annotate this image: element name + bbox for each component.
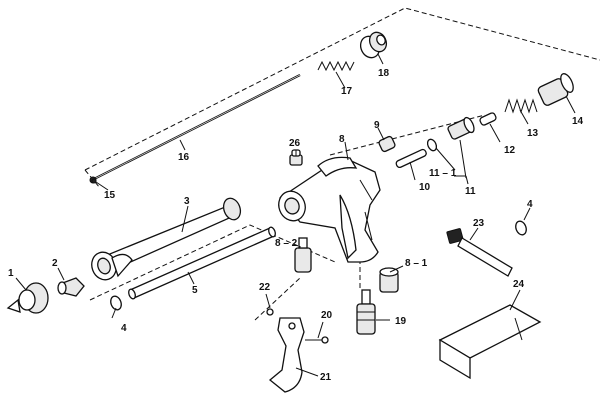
label-part-4-left: 4: [121, 323, 127, 334]
label-part-24: 24: [513, 279, 525, 290]
label-part-16: 16: [178, 152, 190, 163]
nut-part-9: [378, 135, 396, 153]
label-part-26: 26: [289, 138, 301, 149]
air-fitting-part-8-2: [294, 237, 312, 273]
label-part-18: 18: [378, 68, 390, 79]
label-part-20: 20: [321, 310, 333, 321]
label-part-1: 1: [8, 268, 14, 279]
label-part-10: 10: [419, 182, 431, 193]
label-part-8-2: 8 – 2: [275, 238, 298, 249]
label-bracket-11: [454, 175, 469, 185]
extension-part-5: [128, 226, 276, 300]
label-part-15: 15: [104, 190, 116, 201]
manual-part-24: [438, 304, 542, 380]
needle-part-16: [89, 74, 301, 184]
label-part-3: 3: [184, 196, 190, 207]
label-part-11-1: 11 – 1: [429, 168, 457, 179]
connector-part-19: [356, 289, 376, 335]
label-part-12: 12: [504, 145, 516, 156]
fluid-tube-part-3: [91, 197, 242, 281]
label-part-2: 2: [52, 258, 58, 269]
brush-part-23: [446, 228, 513, 277]
o-ring-parts-4: [110, 220, 527, 311]
label-part-19: 19: [395, 316, 407, 327]
pin-part-12: [479, 112, 497, 126]
needle-knob-part-18: [359, 31, 388, 59]
label-part-23: 23: [473, 218, 485, 229]
needle-spring-part-17: [317, 60, 355, 72]
gun-body-part-8: [278, 156, 381, 263]
label-part-21: 21: [320, 372, 332, 383]
label-part-13: 13: [527, 128, 539, 139]
label-part-22: 22: [259, 282, 271, 293]
label-part-17: 17: [341, 86, 353, 97]
adjust-knob-part-14: [537, 73, 574, 106]
label-part-5: 5: [192, 285, 198, 296]
spring-part-13: [504, 98, 538, 114]
label-part-8: 8: [339, 134, 345, 145]
air-cap-part-1: [6, 282, 49, 314]
rod-part-10: [395, 148, 427, 169]
ball-part-15: [91, 178, 97, 184]
label-part-4-right: 4: [527, 199, 533, 210]
valve-part-11: [426, 116, 475, 152]
trigger-pin-part-20: [305, 336, 329, 344]
label-part-14: 14: [572, 116, 584, 127]
screw-part-22: [266, 308, 274, 316]
label-part-11: 11: [465, 186, 476, 197]
leader-lines: [15, 53, 576, 377]
nozzle-part-2: [57, 277, 85, 297]
label-part-9: 9: [374, 120, 380, 131]
label-part-8-1: 8 – 1: [405, 258, 428, 269]
trigger-part-21: [268, 317, 305, 393]
part-number-labels: 1 2 3 4 4 5 8 8 – 1 8 – 2 9 10 11 11 – 1…: [8, 68, 584, 383]
fitting-part-8-1: [379, 267, 399, 293]
